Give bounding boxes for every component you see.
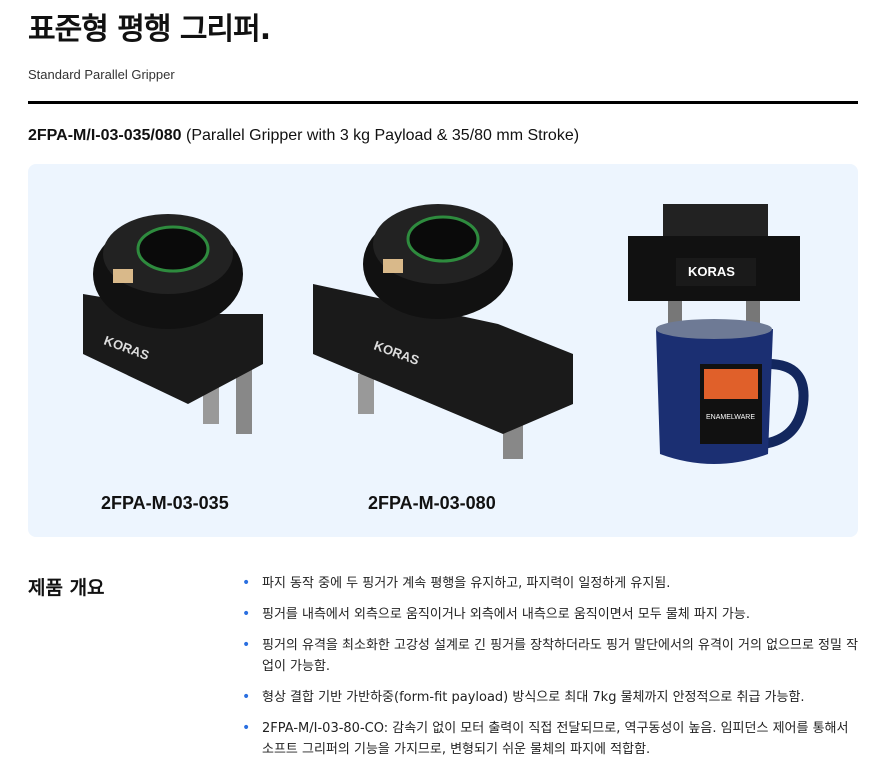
overview-title: 제품 개요 xyxy=(28,577,105,599)
list-item: • 형상 결합 기반 가반하중(form-fit payload) 방식으로 최대… xyxy=(240,687,860,708)
divider xyxy=(28,101,858,104)
list-item: • 핑거의 유격을 최소화한 고강성 설계로 긴 핑거를 장착하더라도 핑거 말단… xyxy=(240,635,860,677)
list-item-text: 핑거의 유격을 최소화한 고강성 설계로 긴 핑거를 장착하더라도 핑거 말단에… xyxy=(262,638,859,674)
gripper-080-image: KORAS xyxy=(313,204,573,459)
overview-list: • 파지 동작 중에 두 핑거가 계속 평행을 유지하고, 파지력이 일정하게 유… xyxy=(240,573,860,770)
bullet-icon: • xyxy=(242,606,251,622)
page-subtitle: Standard Parallel Gripper xyxy=(28,67,175,82)
list-item: • 2FPA-M/I-03-80-CO: 감속기 없이 모터 출력이 직접 전달되… xyxy=(240,718,860,760)
product-image-panel: KORAS KORAS KORAS xyxy=(28,164,858,537)
image-label-080: 2FPA-M-03-080 xyxy=(368,493,496,513)
list-item-text: 2FPA-M/I-03-80-CO: 감속기 없이 모터 출력이 직접 전달되므… xyxy=(262,721,849,757)
list-item-text: 형상 결합 기반 가반하중(form-fit payload) 방식으로 최대 … xyxy=(262,690,805,705)
product-heading: 2FPA-M/I-03-035/080 (Parallel Gripper wi… xyxy=(28,127,579,145)
page-title: 표준형 평행 그리퍼. xyxy=(28,12,271,47)
image-label-035: 2FPA-M-03-035 xyxy=(101,493,229,513)
list-item: • 파지 동작 중에 두 핑거가 계속 평행을 유지하고, 파지력이 일정하게 유… xyxy=(240,573,860,594)
gripper-with-mug-image: KORAS ENAMELWARE xyxy=(628,204,809,464)
list-item-text: 핑거를 내측에서 외측으로 움직이거나 외측에서 내측으로 움직이면서 모두 물… xyxy=(262,607,750,622)
bullet-icon: • xyxy=(242,720,251,736)
model-number: 2FPA-M/I-03-035/080 xyxy=(28,127,182,144)
list-item-text: 파지 동작 중에 두 핑거가 계속 평행을 유지하고, 파지력이 일정하게 유지… xyxy=(262,576,671,591)
svg-text:ENAMELWARE: ENAMELWARE xyxy=(706,414,755,421)
bullet-icon: • xyxy=(242,575,251,591)
product-images: KORAS KORAS KORAS xyxy=(83,204,809,464)
gripper-035-image: KORAS xyxy=(83,214,263,434)
svg-text:KORAS: KORAS xyxy=(688,264,735,279)
bullet-icon: • xyxy=(242,637,251,653)
bullet-icon: • xyxy=(242,689,251,705)
list-item: • 핑거를 내측에서 외측으로 움직이거나 외측에서 내측으로 움직이면서 모두 … xyxy=(240,604,860,625)
model-description: (Parallel Gripper with 3 kg Payload & 35… xyxy=(181,127,580,144)
